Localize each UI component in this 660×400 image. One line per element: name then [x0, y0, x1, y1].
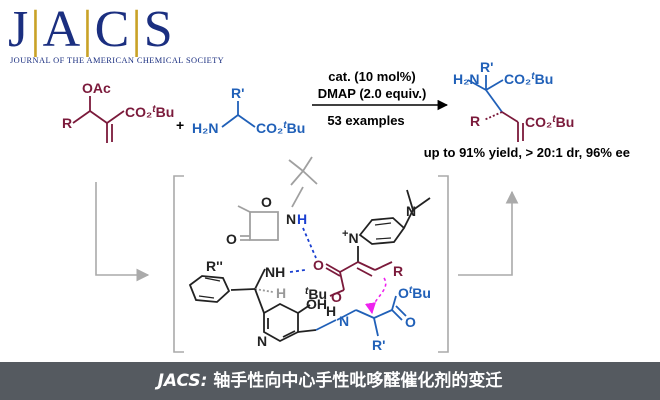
caption-banner: JACS: 轴手性向中心手性吡哆醛催化剂的变迁	[0, 362, 660, 400]
ts-h-oh: H	[326, 303, 336, 319]
ts-o-ester2: O	[331, 289, 342, 305]
jacs-logo-subtitle: JOURNAL OF THE AMERICAN CHEMICAL SOCIETY	[10, 56, 225, 65]
mechanism-flow	[95, 175, 519, 353]
ts-h-mid: H	[276, 285, 286, 301]
product-r: R	[470, 113, 480, 129]
condition-examples: 53 examples	[327, 113, 404, 128]
reactant2-rprime: R'	[231, 85, 244, 101]
ts-tbu-ester: tBu	[305, 286, 327, 302]
ts-o-imine-ester: O	[405, 314, 416, 330]
ts-otbu: OtBu	[398, 285, 431, 301]
reactant-amino-ester	[221, 101, 256, 128]
ts-rdouble: R''	[206, 258, 223, 274]
product-ester-top: CO₂tBu	[504, 71, 553, 87]
ts-rprime: R'	[372, 337, 385, 353]
ts-n-imine: N	[339, 313, 349, 329]
jacs-logo: J|A|C|S JOURNAL OF THE AMERICAN CHEMICAL…	[8, 4, 328, 66]
ts-n-top: N	[286, 211, 296, 227]
reaction-scheme: R OAc CO₂tBu + R' H₂N CO₂tBu cat. (10 mo…	[62, 59, 630, 353]
reactant1-r: R	[62, 115, 72, 131]
condition-dmap: DMAP (2.0 equiv.)	[318, 86, 427, 101]
plus-sign: +	[176, 117, 184, 133]
condition-catalyst: cat. (10 mol%)	[328, 69, 415, 84]
h-bonds	[289, 227, 317, 273]
caption-journal: JACS:	[157, 371, 208, 391]
caption-text: 轴手性向中心手性吡哆醛催化剂的变迁	[207, 371, 503, 391]
squaramide-moiety	[237, 156, 318, 241]
ts-n-plus: +N	[342, 228, 359, 246]
allyl-ammonium	[325, 261, 393, 297]
result-summary: up to 91% yield, > 20:1 dr, 96% ee	[424, 145, 630, 160]
ts-oh: OH	[306, 296, 327, 312]
jacs-logo-letters: J|A|C|S	[8, 1, 173, 58]
ts-h-top: H	[297, 211, 307, 227]
bond-forming-arrow	[364, 277, 387, 315]
dmap-moiety	[357, 189, 431, 262]
ts-o2: O	[226, 231, 237, 247]
ts-o1: O	[261, 194, 272, 210]
reactant2-h2n: H₂N	[192, 120, 218, 136]
reactant2-ester: CO₂tBu	[256, 120, 305, 136]
product-h2n: H₂N	[453, 71, 479, 87]
ts-r: R	[393, 263, 403, 279]
product-structure	[467, 75, 524, 142]
imine-glycinate	[355, 295, 407, 337]
ts-nme: N	[406, 203, 416, 219]
reactant1-ester: CO₂tBu	[125, 104, 174, 120]
ts-n-pyr: N	[257, 333, 267, 349]
product-ester-bottom: CO₂tBu	[525, 114, 574, 130]
product-rprime: R'	[480, 59, 493, 75]
reactant1-oac: OAc	[82, 80, 111, 96]
ts-o-ester: O	[313, 257, 324, 273]
pyridoxal-core	[188, 268, 357, 343]
reactant-allylic-acetate	[72, 96, 125, 143]
ts-nh-mid: NH	[265, 264, 285, 280]
